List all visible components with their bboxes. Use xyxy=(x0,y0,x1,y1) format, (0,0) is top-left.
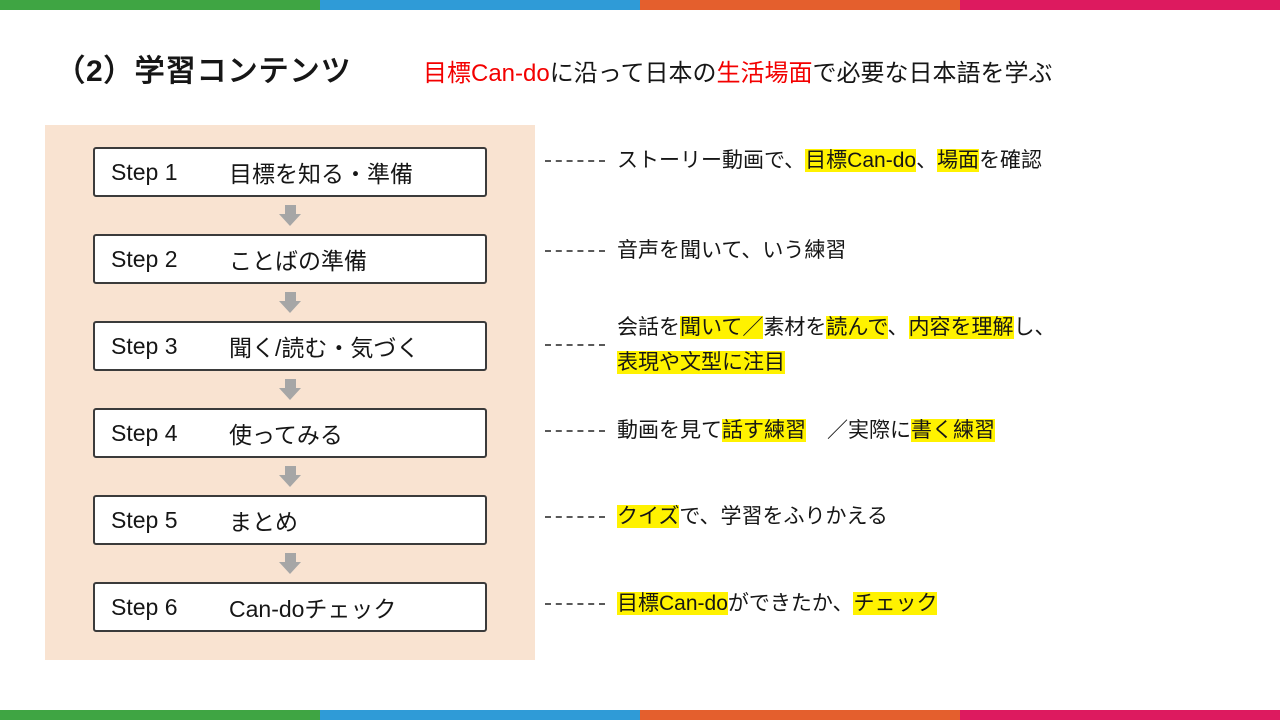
highlighted-text: 場面 xyxy=(937,149,980,172)
arrow-row xyxy=(93,284,487,321)
flow-panel: Step 1 目標を知る・準備 Step 2 ことばの準備 Step 3 聞く/… xyxy=(45,125,535,660)
step-text: 目標を知る・準備 xyxy=(229,161,413,187)
step-label: Step 5 xyxy=(111,506,178,533)
text-segment: で、学習をふりかえる xyxy=(679,505,888,528)
dashed-connector xyxy=(545,344,605,346)
step-box-1: Step 1 目標を知る・準備 xyxy=(93,147,487,197)
step-label: Step 3 xyxy=(111,332,178,359)
highlighted-text: 読んで xyxy=(826,316,888,339)
annotation-row-3: 会話を聞いて／素材を読んで、内容を理解し、表現や文型に注目 xyxy=(545,310,1056,380)
down-arrow-icon xyxy=(279,292,301,313)
text-line: クイズで、学習をふりかえる xyxy=(617,499,888,534)
highlighted-text: 表現や文型に注目 xyxy=(617,351,785,374)
step-text: Can-doチェック xyxy=(229,596,397,622)
accent-text: 生活場面 xyxy=(716,60,813,87)
step-label: Step 2 xyxy=(111,245,178,272)
down-arrow-icon xyxy=(279,205,301,226)
down-arrow-icon xyxy=(279,553,301,574)
dashed-connector xyxy=(545,159,605,162)
annotation-row-1: ストーリー動画で、目標Can-do、場面を確認 xyxy=(545,143,1042,178)
step-box-2: Step 2 ことばの準備 xyxy=(93,234,487,284)
text-line: 目標Can-doができたか、チェック xyxy=(617,586,938,621)
text-line: ストーリー動画で、目標Can-do、場面を確認 xyxy=(617,143,1042,178)
step-label: Step 4 xyxy=(111,419,178,446)
top-accent-stripe xyxy=(0,0,1280,10)
annotation-row-6: 目標Can-doができたか、チェック xyxy=(545,586,938,621)
accent-text: 目標Can-do xyxy=(423,60,550,87)
stripe-segment xyxy=(640,0,960,10)
highlighted-text: 目標Can-do xyxy=(805,149,917,172)
highlighted-text: チェック xyxy=(853,592,938,615)
step-text: 使ってみる xyxy=(229,422,343,448)
arrow-row xyxy=(93,458,487,495)
down-arrow-icon xyxy=(279,466,301,487)
annotation-text: ストーリー動画で、目標Can-do、場面を確認 xyxy=(617,143,1042,178)
highlighted-text: 内容を理解 xyxy=(908,316,1014,339)
step-box-3: Step 3 聞く/読む・気づく xyxy=(93,321,487,371)
stripe-segment xyxy=(320,0,640,10)
dashed-connector xyxy=(545,515,605,518)
step-label: Step 1 xyxy=(111,158,178,185)
text-line: 動画を見て話す練習 ／実際に書く練習 xyxy=(617,413,995,448)
text-segment: で必要な日本語を学ぶ xyxy=(812,60,1053,87)
step-box-6: Step 6 Can-doチェック xyxy=(93,582,487,632)
step-label: Step 6 xyxy=(111,593,178,620)
step-text: まとめ xyxy=(229,509,298,535)
text-segment: に沿って日本の xyxy=(549,60,717,87)
dashed-connector xyxy=(545,429,605,432)
subtitle: 目標Can-doに沿って日本の生活場面で必要な日本語を学ぶ xyxy=(423,53,1053,88)
annotation-text: 目標Can-doができたか、チェック xyxy=(617,586,938,621)
annotation-row-4: 動画を見て話す練習 ／実際に書く練習 xyxy=(545,413,995,448)
annotation-text: 動画を見て話す練習 ／実際に書く練習 xyxy=(617,413,995,448)
stripe-segment xyxy=(960,710,1280,720)
annotation-row-5: クイズで、学習をふりかえる xyxy=(545,499,888,534)
arrow-row xyxy=(93,197,487,234)
flow-steps: Step 1 目標を知る・準備 Step 2 ことばの準備 Step 3 聞く/… xyxy=(45,125,535,632)
text-segment: 、 xyxy=(887,316,909,339)
highlighted-text: 書く練習 xyxy=(911,419,995,442)
arrow-row xyxy=(93,371,487,408)
bottom-accent-stripe xyxy=(0,710,1280,720)
annotation-row-2: 音声を聞いて、いう練習 xyxy=(545,233,846,268)
text-segment: 会話を xyxy=(617,316,680,339)
stripe-segment xyxy=(320,710,640,720)
step-box-5: Step 5 まとめ xyxy=(93,495,487,545)
step-text: ことばの準備 xyxy=(229,248,367,274)
text-segment: を確認 xyxy=(979,149,1043,172)
highlighted-text: 目標Can-do xyxy=(617,592,728,615)
highlighted-text: クイズ xyxy=(617,505,680,528)
stripe-segment xyxy=(640,710,960,720)
annotation-text: 会話を聞いて／素材を読んで、内容を理解し、表現や文型に注目 xyxy=(617,310,1056,380)
text-line: 目標Can-doに沿って日本の生活場面で必要な日本語を学ぶ xyxy=(423,60,1053,87)
text-segment: 音声を聞いて、いう練習 xyxy=(617,239,847,262)
text-line: 会話を聞いて／素材を読んで、内容を理解し、 xyxy=(617,310,1056,345)
step-box-4: Step 4 使ってみる xyxy=(93,408,487,458)
annotation-text: 音声を聞いて、いう練習 xyxy=(617,233,846,268)
text-segment: 、 xyxy=(916,149,938,172)
stripe-segment xyxy=(0,0,320,10)
dashed-connector xyxy=(545,602,605,605)
stripe-segment xyxy=(0,710,320,720)
arrow-row xyxy=(93,545,487,582)
down-arrow-icon xyxy=(279,379,301,400)
text-segment: 素材を xyxy=(763,316,827,339)
text-line: 音声を聞いて、いう練習 xyxy=(617,233,846,268)
text-segment: ができたか、 xyxy=(727,592,854,615)
text-line: 表現や文型に注目 xyxy=(617,345,1056,380)
stripe-segment xyxy=(960,0,1280,10)
annotation-text: クイズで、学習をふりかえる xyxy=(617,499,888,534)
highlighted-text: 話す練習 xyxy=(722,419,806,442)
page-title: （2）学習コンテンツ xyxy=(55,55,352,88)
step-text: 聞く/読む・気づく xyxy=(229,335,420,361)
highlighted-text: 聞いて／ xyxy=(680,316,764,339)
text-segment: ストーリー動画で、 xyxy=(617,149,806,172)
text-segment: ／実際に xyxy=(806,419,911,442)
text-segment: し、 xyxy=(1013,316,1056,339)
dashed-connector xyxy=(545,249,605,252)
text-segment: 動画を見て xyxy=(617,419,722,442)
